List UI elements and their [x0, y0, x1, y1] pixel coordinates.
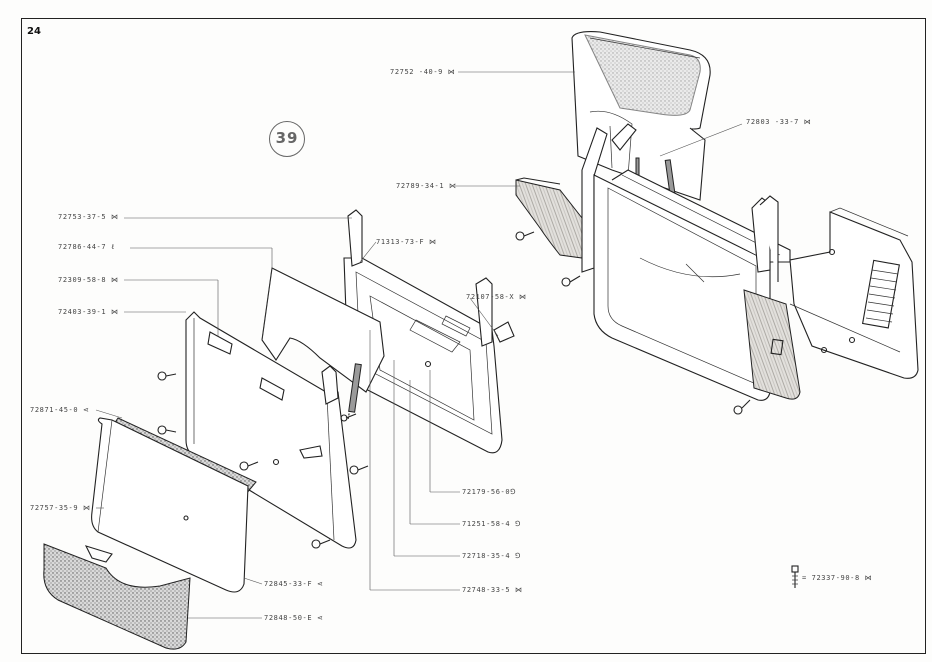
page-number: 24 — [27, 26, 41, 37]
part-number-label: 71313-73-F ⋈ — [376, 238, 437, 246]
part-number-label: 72752 -40-9 ⋈ — [390, 68, 456, 76]
part-number-label: 72718-35-4 ⅁ — [462, 552, 521, 560]
part-number-label: = 72337-90-8 ⋈ — [802, 574, 873, 582]
part-number-label: 72748-33-5 ⋈ — [462, 586, 523, 594]
part-number-label: 72757-35-9 ⋈ — [30, 504, 91, 512]
vent-grille — [861, 259, 900, 329]
part-number-label: 72179-56-0⅁ — [462, 488, 517, 496]
door-panel-assembly — [43, 209, 515, 650]
page-border — [21, 18, 926, 654]
part-number-label: 72845-33-F ⋖ — [264, 580, 324, 588]
part-number-label: 72848-50-E ⋖ — [264, 614, 324, 622]
screw-icon — [515, 231, 856, 415]
part-number-label: 72789-34-1 ⋈ — [396, 182, 457, 190]
part-number-label: 72871-45-0 ⋖ — [30, 406, 90, 414]
leader-lines — [95, 71, 743, 619]
screw-icon — [791, 565, 799, 588]
group-number-badge: 39 — [269, 121, 305, 157]
part-number-label: 72403-39-1 ⋈ — [58, 308, 119, 316]
part-number-label: 72753-37-5 ⋈ — [58, 213, 119, 221]
part-number-label: 71251-58-4 ⅁ — [462, 520, 521, 528]
part-number-label: 72786-44-7 ℓ — [58, 243, 115, 251]
seat-back-assembly — [515, 31, 919, 415]
part-number-label: 72107-58-X ⋈ — [466, 293, 527, 301]
screw-icon — [157, 360, 432, 549]
part-number-label: 72309-58-8 ⋈ — [58, 276, 119, 284]
part-number-label: 72803 -33-7 ⋈ — [746, 118, 812, 126]
